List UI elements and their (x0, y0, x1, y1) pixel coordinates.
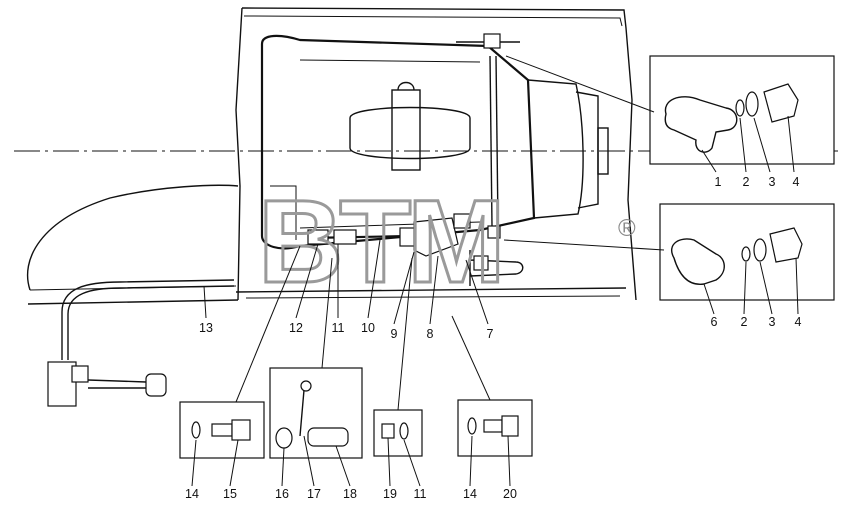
control-lever (47, 279, 235, 407)
callout-3: 3 (769, 315, 776, 329)
detail-box-20 (451, 315, 533, 457)
callout-11: 11 (332, 321, 345, 335)
callout-15: 15 (223, 487, 237, 501)
callout-labels: 1 2 3 4 6 2 3 4 13 12 11 10 9 8 7 14 15 … (185, 175, 801, 501)
callout-20: 20 (503, 487, 517, 501)
detail-box-15 (179, 245, 301, 459)
detail-box-middle (503, 203, 835, 315)
callout-3: 3 (769, 175, 776, 189)
svg-text:BTM: BTM (258, 176, 502, 308)
callout-16: 16 (275, 487, 289, 501)
bottom-leaders (191, 435, 511, 487)
shift-linkage (307, 33, 524, 286)
leader-lines (203, 239, 489, 325)
detail-box-top (505, 55, 835, 173)
callout-4: 4 (795, 315, 802, 329)
callout-14: 14 (463, 487, 477, 501)
callout-14: 14 (185, 487, 199, 501)
callout-11: 11 (414, 487, 427, 501)
callout-18: 18 (343, 487, 357, 501)
callout-19: 19 (383, 487, 397, 501)
callout-17: 17 (307, 487, 321, 501)
callout-13: 13 (199, 321, 213, 335)
callout-10: 10 (361, 321, 375, 335)
detail-box-18 (269, 257, 363, 459)
callout-1: 1 (715, 175, 722, 189)
callout-8: 8 (427, 327, 434, 341)
watermark: BTM ® (257, 175, 637, 310)
callout-9: 9 (391, 327, 398, 341)
callout-2: 2 (743, 175, 750, 189)
detail-box-19 (373, 257, 423, 457)
callout-6: 6 (711, 315, 718, 329)
callout-7: 7 (487, 327, 494, 341)
transmission-housing (260, 34, 609, 250)
callout-12: 12 (289, 321, 303, 335)
callout-4: 4 (793, 175, 800, 189)
svg-text:®: ® (618, 215, 636, 242)
callout-2: 2 (741, 315, 748, 329)
